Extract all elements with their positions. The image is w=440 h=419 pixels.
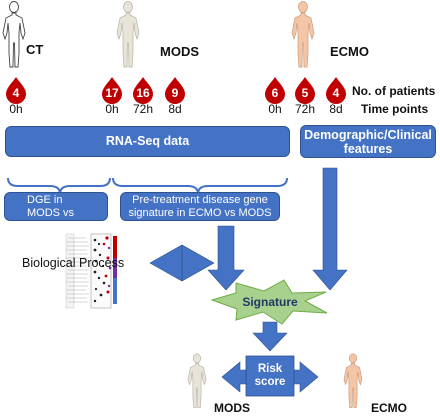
risk-score-box-icon bbox=[245, 355, 295, 397]
time-point-label: 72h bbox=[132, 102, 154, 116]
clinical-features-box: Demographic/Clinical features bbox=[300, 125, 436, 158]
patient-count-text: 9 bbox=[171, 86, 179, 100]
patient-count-text: 16 bbox=[136, 86, 150, 100]
time-point-label: 0h bbox=[268, 102, 282, 116]
time-point-label: 0h bbox=[105, 102, 119, 116]
pretreatment-label: Pre-treatment disease gene signature in … bbox=[128, 194, 272, 219]
patient-count-drop: 4 bbox=[5, 77, 31, 107]
legend-timepoints: Time points bbox=[361, 102, 429, 116]
legend-patients: No. of patients bbox=[352, 84, 436, 98]
person-mods-icon bbox=[116, 1, 140, 68]
bottom-label-mods: MODS bbox=[214, 401, 250, 415]
heatmap-thumbnail-icon bbox=[65, 233, 117, 309]
person-ecmo-bottom-icon bbox=[343, 353, 363, 409]
clinical-features-label: Demographic/Clinical features bbox=[304, 128, 432, 156]
pretreatment-box: Pre-treatment disease gene signature in … bbox=[120, 192, 280, 221]
patient-count-drop: 6 bbox=[264, 77, 290, 107]
person-ct-icon bbox=[2, 1, 26, 68]
patient-count-drop: 9 bbox=[164, 77, 190, 107]
patient-count-drop: 4 bbox=[325, 77, 351, 107]
patient-count-drop: 5 bbox=[294, 77, 320, 107]
dge-box: DGE in MODS vs CT bbox=[4, 192, 108, 232]
group-label-mods: MODS bbox=[160, 44, 199, 59]
time-point-label: 8d bbox=[329, 102, 343, 116]
signature-label: Signature bbox=[242, 295, 298, 309]
arrow-clinical-to-signature-icon bbox=[312, 167, 348, 291]
risk-score-label: Risk score bbox=[254, 363, 286, 388]
patient-count-text: 5 bbox=[301, 86, 309, 100]
time-point-label: 0h bbox=[9, 102, 23, 116]
rnaseq-data-label: RNA-Seq data bbox=[105, 134, 190, 148]
patient-count-text: 6 bbox=[271, 86, 279, 100]
arrow-pretreatment-to-signature-icon bbox=[207, 225, 245, 291]
patient-count-drop: 16 bbox=[132, 77, 158, 107]
dge-label: DGE in MODS vs CT bbox=[27, 194, 75, 232]
group-label-ct: CT bbox=[26, 42, 44, 57]
double-arrow-diamond-icon bbox=[149, 244, 215, 282]
group-label-ecmo: ECMO bbox=[330, 44, 369, 59]
arrow-signature-to-risk-icon bbox=[252, 321, 288, 352]
bottom-label-ecmo: ECMO bbox=[371, 401, 407, 415]
patient-count-text: 17 bbox=[105, 86, 119, 100]
patient-count-text: 4 bbox=[12, 86, 20, 100]
biological-process-label: Biological Process bbox=[22, 256, 125, 270]
person-ecmo-icon bbox=[291, 1, 315, 68]
signature-star-icon bbox=[210, 279, 328, 325]
time-point-label: 72h bbox=[294, 102, 316, 116]
rnaseq-data-box: RNA-Seq data bbox=[5, 126, 290, 157]
patient-count-text: 4 bbox=[332, 86, 340, 100]
patient-count-drop: 17 bbox=[101, 77, 127, 107]
time-point-label: 8d bbox=[168, 102, 182, 116]
person-mods-bottom-icon bbox=[187, 353, 207, 409]
